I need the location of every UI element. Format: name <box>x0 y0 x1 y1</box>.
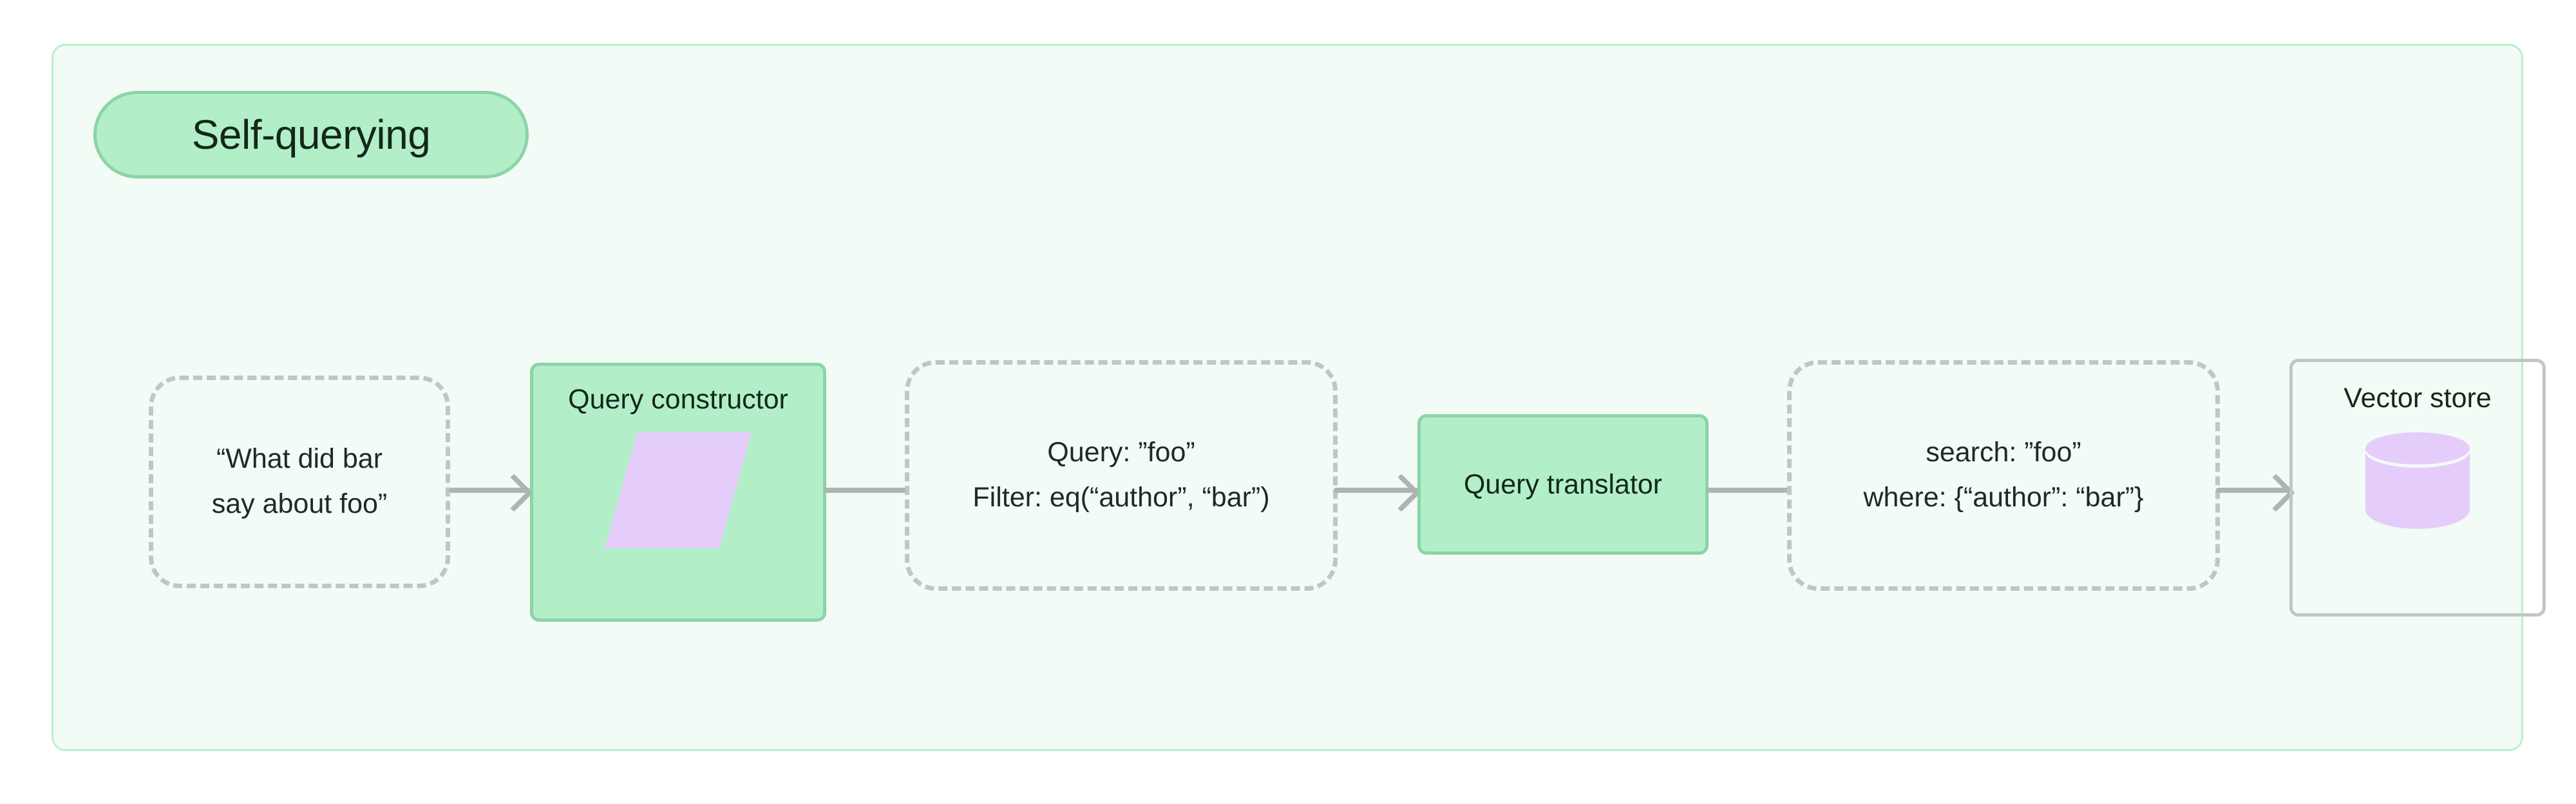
node-vector-store[interactable]: Vector store <box>2289 359 2546 617</box>
node-structured-query[interactable]: Query: ”foo” Filter: eq(“author”, “bar”) <box>905 360 1338 591</box>
database-cylinder-icon <box>2365 432 2470 543</box>
node-query-constructor[interactable]: Query constructor <box>530 363 826 622</box>
edge-query-filter-to-query-translator <box>1334 488 1420 493</box>
node-structured-query-line-1: Query: ”foo” <box>1047 437 1195 468</box>
node-query-constructor-label: Query constructor <box>568 384 788 415</box>
node-user-question-line-1: “What did bar <box>216 443 383 475</box>
node-native-query-line-2: where: {“author”: “bar”} <box>1863 482 2144 513</box>
subgraph-title-pill: Self-querying <box>93 91 529 178</box>
node-structured-query-line-2: Filter: eq(“author”, “bar”) <box>972 482 1270 513</box>
edge-question-to-query-constructor <box>449 488 530 493</box>
cylinder-top <box>2365 432 2470 464</box>
subgraph-self-querying: Self-querying “What did bar say about fo… <box>52 44 2546 751</box>
node-native-query[interactable]: search: ”foo” where: {“author”: “bar”} <box>1787 360 2220 591</box>
arrowhead-icon <box>495 474 533 512</box>
edge-query-translator-to-search-where <box>1706 488 1790 493</box>
parallelogram-icon <box>605 432 752 548</box>
edge-query-constructor-to-query-filter <box>824 488 907 493</box>
node-user-question[interactable]: “What did bar say about foo” <box>149 376 450 588</box>
node-vector-store-label: Vector store <box>2344 383 2492 414</box>
subgraph-title-label: Self-querying <box>191 111 431 158</box>
node-query-translator-label: Query translator <box>1463 468 1663 500</box>
node-native-query-line-1: search: ”foo” <box>1926 437 2081 468</box>
node-query-translator[interactable]: Query translator <box>1417 414 1709 555</box>
edge-search-where-to-vector-store <box>2216 488 2292 493</box>
arrowhead-icon <box>1382 474 1421 512</box>
node-user-question-line-2: say about foo” <box>211 488 388 519</box>
